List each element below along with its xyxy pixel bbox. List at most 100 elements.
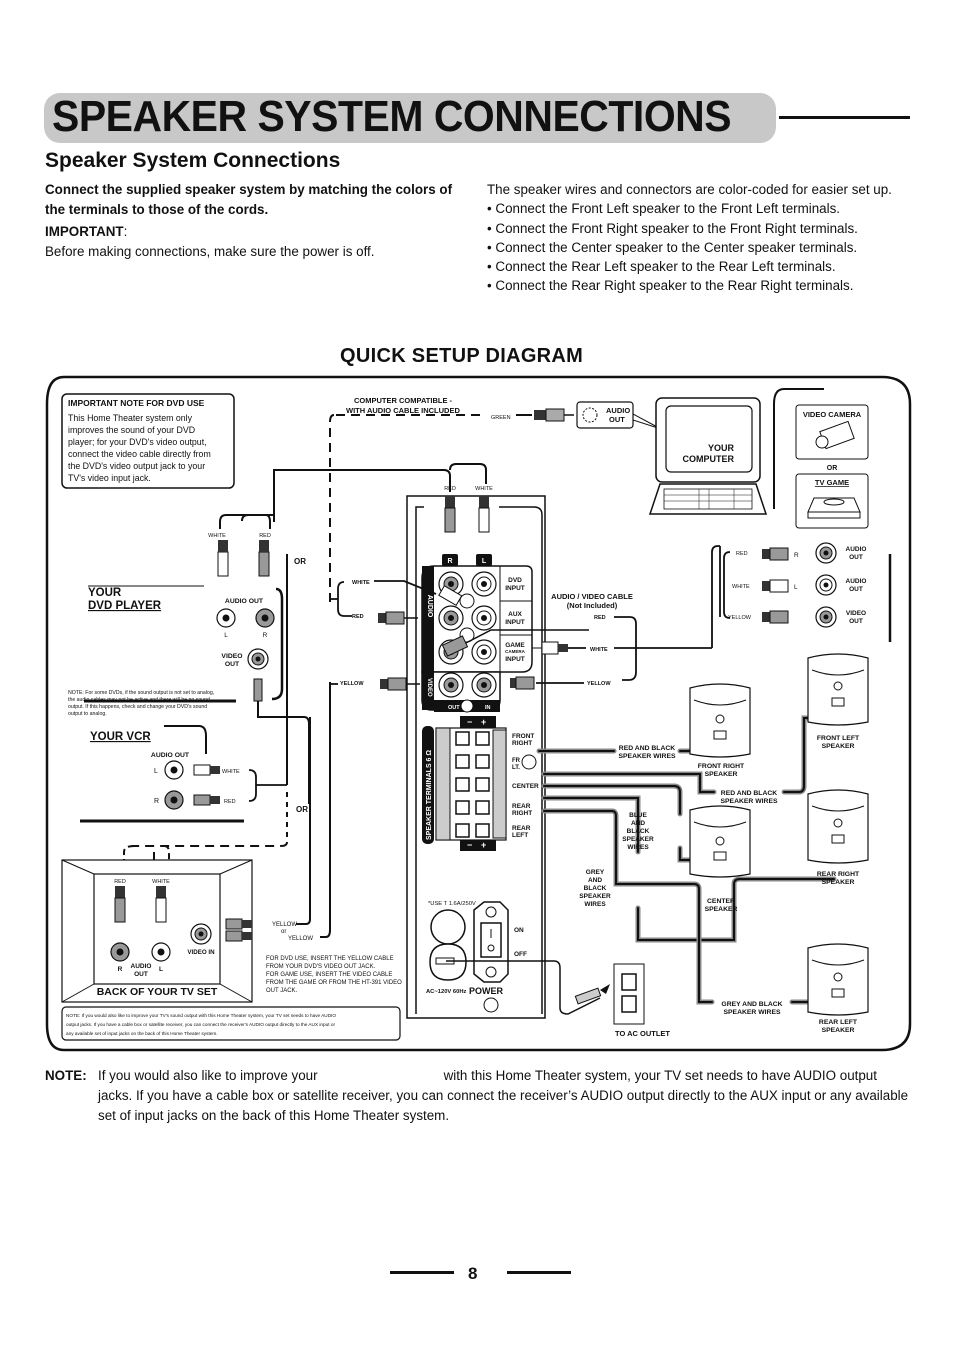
- on-label: ON: [514, 927, 524, 934]
- important-colon: :: [123, 224, 128, 239]
- ac-outlet-label: TO AC OUTLET: [615, 1029, 670, 1038]
- dvd-player: WHITE RED YOUR DVD PLAYER AUDIO OUT L R …: [68, 469, 451, 804]
- audio-out-label: AUDIO: [846, 578, 867, 585]
- tv-insert-note-line: FROM YOUR DVD'S VIDEO OUT JACK.: [266, 964, 376, 970]
- wire-label-line: BLACK: [584, 885, 607, 892]
- computer-caption: COMPUTER COMPATIBLE -: [354, 396, 453, 405]
- video-out-label: OUT: [225, 661, 240, 668]
- terminal-clip-icon: [475, 800, 490, 815]
- terminal-clip-icon: [455, 754, 470, 769]
- white-label: WHITE: [222, 769, 240, 775]
- green-plug-icon: [534, 410, 546, 420]
- game-console-icon: [807, 497, 861, 519]
- l-label: L: [794, 584, 798, 591]
- terminal-clip-icon: [455, 800, 470, 815]
- wire-label-line: SPEAKER: [579, 893, 611, 900]
- power-switch[interactable]: [480, 922, 502, 958]
- power-cord: [446, 960, 601, 1015]
- audio-out-label: AUDIO OUT: [225, 598, 264, 605]
- wire-label-line: BLUE: [629, 812, 647, 819]
- page-title: SPEAKER SYSTEM CONNECTIONS: [52, 92, 732, 141]
- title-banner: [44, 93, 776, 143]
- red-rca-plug-icon: [385, 611, 405, 625]
- video-out-label: VIDEO: [221, 653, 242, 660]
- computer-label: COMPUTER: [683, 454, 735, 464]
- terminal-clip-icon: [475, 823, 490, 838]
- audio-out-label: AUDIO: [846, 546, 867, 553]
- diagram-frame: [45, 375, 912, 1052]
- power-plug-icon: [574, 987, 602, 1005]
- red-label: RED: [594, 615, 606, 621]
- r-label: R: [794, 552, 799, 559]
- white-rca-plug-icon: [769, 579, 789, 593]
- wire-label-line: GREY: [586, 869, 605, 876]
- note-text-start: If you would also like to improve your: [98, 1068, 318, 1083]
- lead-text: Connect the supplied speaker system by m…: [45, 182, 453, 217]
- grey-black-wires-label: GREY AND BLACK SPEAKER WIRES: [579, 869, 611, 908]
- front-right-terminal-label: RIGHT: [512, 740, 532, 747]
- in-label: IN: [485, 705, 491, 711]
- computer-caption: WITH AUDIO CABLE INCLUDED: [346, 406, 460, 415]
- or-label: OR: [294, 557, 306, 566]
- dvd-note-line: player; for your DVD's video output,: [68, 437, 207, 447]
- red-label: RED: [224, 799, 236, 805]
- title-rule: [779, 116, 910, 119]
- speaker-label: SPEAKER: [822, 743, 855, 750]
- wire-label-line: SPEAKER: [622, 836, 654, 843]
- jack-label: AUDIO: [606, 406, 630, 415]
- dvd-sound-note-line: NOTE: For some DVDs, if the sound output…: [68, 690, 214, 696]
- minus-label: −: [467, 840, 472, 850]
- ac-outlet-icon: [613, 963, 645, 1025]
- red-label: RED: [736, 551, 748, 557]
- red-label: RED: [352, 614, 364, 620]
- terminal-clip-icon: [455, 731, 470, 746]
- aux-input-label: AUX: [508, 611, 522, 618]
- section-heading: Speaker System Connections: [45, 149, 341, 172]
- white-rca-plug-icon: [438, 585, 463, 607]
- green-cable-label: GREEN: [491, 415, 511, 421]
- page-number: 8: [468, 1264, 478, 1283]
- terminal-clip-icon: [455, 777, 470, 792]
- wire-label-line: WIRES: [584, 901, 606, 908]
- red-label: RED: [114, 879, 126, 885]
- game-input-label: INPUT: [505, 656, 525, 663]
- yellow-rca-plug-icon: [387, 677, 407, 691]
- power-section: *USE T 1.6A/250V AC~120V 60Hz ON OFF POW…: [426, 901, 670, 1038]
- speaker-label: REAR RIGHT: [817, 871, 860, 878]
- jack-label: OUT: [609, 415, 625, 424]
- dvd-sound-note-line: output. If this happens, check and chang…: [68, 704, 207, 710]
- game-input-label: CAMERA: [505, 649, 525, 654]
- red-black-wires-label: SPEAKER WIRES: [720, 798, 777, 805]
- computer-label: YOUR: [708, 443, 735, 453]
- game-input-label: GAME: [505, 642, 525, 649]
- r-label: R: [154, 798, 159, 805]
- dvd-sound-note-line: output to analog.: [68, 711, 107, 717]
- speaker-terminals: − + − + SPEAKER TERMINALS 6 Ω FRONT RIGH…: [422, 716, 539, 851]
- red-black-wires-label: SPEAKER WIRES: [618, 753, 675, 760]
- terminal-clip-icon: [475, 731, 490, 746]
- white-rca-plug-icon: [478, 507, 490, 533]
- or-label: OR: [296, 805, 308, 814]
- speaker-label: FRONT RIGHT: [698, 763, 745, 770]
- video-in-label: VIDEO IN: [187, 949, 215, 956]
- video-out-label: VIDEO: [846, 610, 866, 617]
- white-label: WHITE: [475, 486, 493, 492]
- red-rca-plug-icon: [258, 551, 270, 577]
- camera-game-box: VIDEO CAMERA OR TV GAME: [773, 388, 869, 529]
- yellow-rca-plug-icon: [769, 610, 789, 624]
- fuse-label: *USE T 1.6A/250V: [428, 901, 476, 907]
- plus-label: +: [481, 840, 486, 850]
- audio-label: OUT: [134, 971, 148, 978]
- rear-right-terminal-label: REAR: [512, 803, 531, 810]
- white-rca-plug-icon: [155, 897, 167, 923]
- or-label: OR: [827, 465, 838, 472]
- red-black-wires-label: RED AND BLACK: [721, 790, 777, 797]
- wire-label-line: AND: [631, 820, 645, 827]
- rear-left-terminal-label: LEFT: [512, 832, 528, 839]
- dvd-note-line: TV's video input jack.: [68, 473, 151, 483]
- red-black-wires-label: RED AND BLACK: [619, 745, 675, 752]
- front-left-terminal-label: FR: [512, 758, 521, 764]
- white-rca-plug-icon: [217, 551, 229, 577]
- grey-black-wires-label: SPEAKER WIRES: [723, 1009, 780, 1016]
- red-label: RED: [259, 533, 271, 539]
